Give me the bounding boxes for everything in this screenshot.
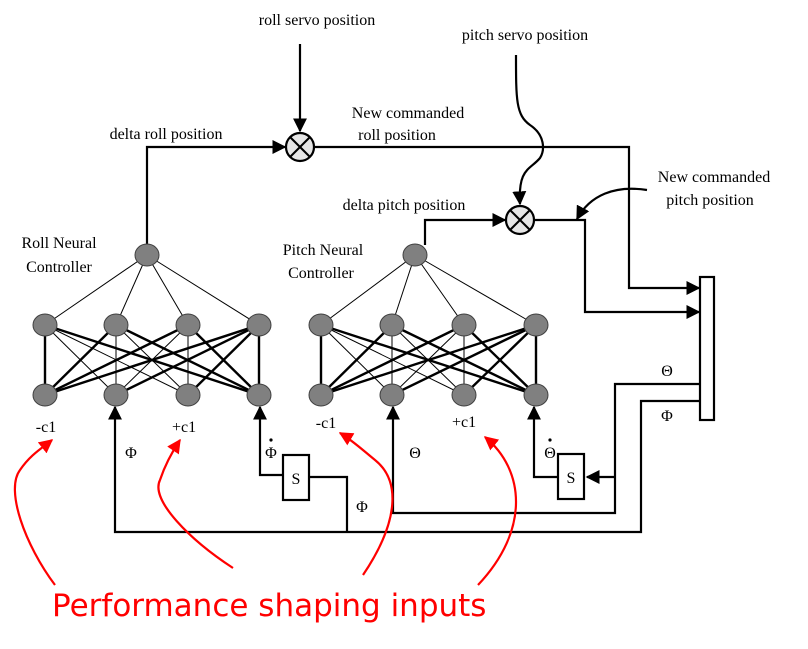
roll-weight-h1-out (115, 254, 148, 326)
pitch-multiplier (504, 204, 536, 236)
roll-diff-block (281, 453, 311, 502)
roll-weight-in2-h0 (44, 324, 189, 396)
pitch-input-node-1 (379, 383, 405, 407)
roll-neural-network (43, 254, 261, 397)
roll-input-node-0 (32, 383, 58, 407)
annotation-arrow-pitch-neg (338, 432, 394, 576)
pitch-hidden-node-3 (523, 313, 549, 337)
pitch-weight-in3-h0 (320, 323, 537, 397)
roll-hidden-node-2 (175, 313, 201, 337)
theta-dot-mark (548, 438, 552, 442)
roll-weight-in3-h0 (44, 323, 260, 397)
new-pitch-wire (534, 218, 701, 319)
new-pitch-label-1: New commanded (658, 169, 770, 186)
roll-weight-h0-out (44, 254, 148, 326)
network-nodes (32, 243, 549, 407)
roll-input-node-3 (246, 383, 272, 407)
roll-input-node-1 (103, 383, 129, 407)
pitch-hidden-node-0 (308, 313, 334, 337)
pitch-servo-wire (512, 54, 545, 206)
theta-dot-wire (527, 405, 558, 479)
annotation-arrow-roll-neg (13, 439, 56, 586)
pitch-weight-h2-out (414, 254, 465, 326)
roll-weight-in3-h1 (115, 323, 260, 397)
roll-controller-label-2: Controller (26, 259, 92, 276)
roll-hidden-node-1 (103, 313, 129, 337)
new-pitch-pointer (576, 187, 648, 221)
pitch-output-node (402, 243, 428, 267)
pitch-diff-label: S (567, 470, 576, 487)
theta-feedback-wire (386, 382, 700, 515)
pitch-neural-network (319, 254, 538, 397)
pitch-input-node-2 (451, 383, 477, 407)
roll-controller-label-1: Roll Neural (21, 235, 97, 252)
bus-phi-label: Φ (661, 408, 673, 425)
roll-hidden-node-0 (32, 313, 58, 337)
roll-pos-c1-label: +c1 (172, 419, 196, 436)
phi-label: Φ (125, 445, 137, 462)
new-roll-label-1: New commanded (352, 105, 464, 122)
theta-dot-label: Θ (544, 445, 556, 462)
roll-hidden-node-3 (246, 313, 272, 337)
phi-feed-label: Φ (356, 499, 368, 516)
pitch-pos-c1-label: +c1 (452, 414, 476, 431)
roll-neg-c1-label: -c1 (36, 419, 56, 436)
delta-roll-label: delta roll position (110, 126, 223, 143)
annotation-arrow-pitch-pos (477, 436, 518, 586)
roll-weight-in1-h0 (44, 324, 117, 396)
pitch-weight-h3-out (414, 254, 537, 326)
new-roll-label-2: roll position (358, 127, 436, 144)
annotation-label: Performance shaping inputs (52, 588, 486, 624)
phi-dot-wire (253, 405, 283, 477)
new-roll-wire (314, 145, 701, 295)
phi-dot-label: Φ (265, 445, 277, 462)
delta-pitch-wire (423, 213, 507, 245)
phi-feedback-wire (108, 399, 700, 534)
pitch-neg-c1-label: -c1 (316, 415, 336, 432)
phi-dot-mark (269, 438, 273, 442)
theta-label: Θ (409, 445, 421, 462)
pitch-servo-label: pitch servo position (462, 27, 588, 44)
pitch-controller-label-1: Pitch Neural (283, 242, 364, 259)
roll-multiplier (284, 131, 316, 163)
pitch-input-node-3 (523, 383, 549, 407)
pitch-input-node-0 (308, 383, 334, 407)
pitch-controller-label-2: Controller (288, 265, 354, 282)
bus-theta-label: Θ (661, 363, 673, 380)
roll-servo-label: roll servo position (259, 12, 375, 29)
pitch-weight-h1-out (391, 254, 416, 326)
pitch-weight-in3-h1 (391, 323, 537, 397)
new-pitch-label-2: pitch position (666, 192, 754, 209)
annotation-arrow-roll-pos (157, 438, 234, 569)
pitch-weight-in1-h0 (320, 324, 393, 396)
pitch-weight-in2-h0 (320, 324, 465, 396)
pitch-hidden-node-2 (451, 313, 477, 337)
roll-weight-in3-h2 (187, 324, 260, 396)
delta-roll-wire (145, 140, 287, 245)
pitch-diff-block (556, 452, 586, 501)
roll-weight-h2-out (146, 254, 189, 326)
roll-weight-h3-out (146, 254, 260, 326)
pitch-weight-in3-h2 (463, 324, 537, 396)
pitch-weight-h0-out (320, 254, 416, 326)
roll-output-node (134, 243, 160, 267)
roll-input-node-2 (175, 383, 201, 407)
delta-pitch-label: delta pitch position (343, 197, 466, 214)
pitch-hidden-node-1 (379, 313, 405, 337)
bus-block (698, 275, 716, 422)
phi-to-diff-wire (309, 475, 349, 532)
roll-diff-label: S (292, 471, 301, 488)
